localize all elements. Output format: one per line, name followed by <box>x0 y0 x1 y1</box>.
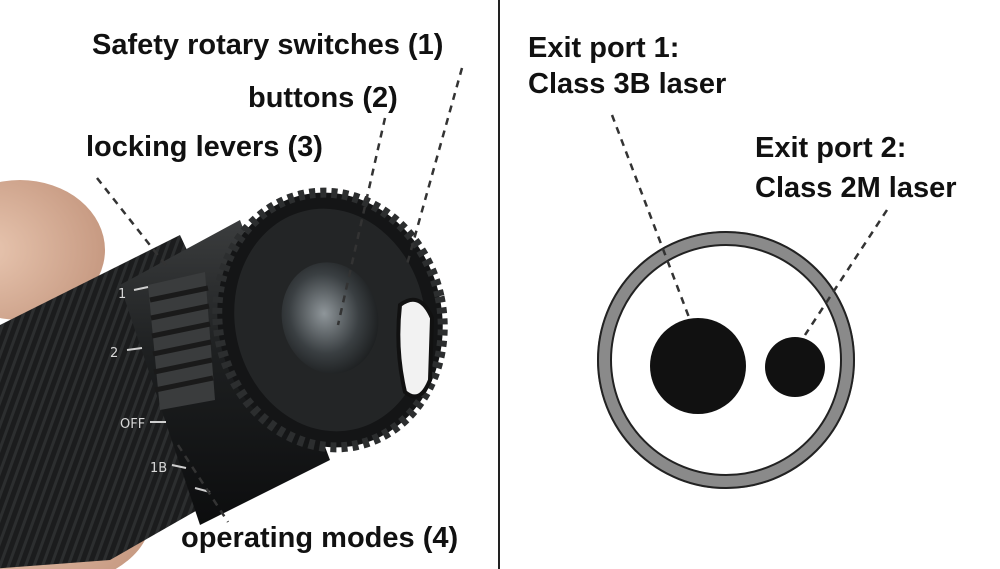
rotary-switch-head <box>212 187 448 453</box>
dial-mark-off: OFF <box>120 417 145 432</box>
dial-markings: 1 2 OFF 1B <box>110 287 167 476</box>
port1-line2: Class 3B laser <box>528 68 727 100</box>
device-body <box>0 220 330 569</box>
exit-port-1 <box>650 318 746 414</box>
inner-ring-inner-edge <box>610 244 842 476</box>
callout-locking-levers: locking levers (3) <box>86 131 323 163</box>
callout-safety-rotary-switches: Safety rotary switches (1) <box>92 29 444 61</box>
dial-mark-1b: 1B <box>150 461 167 476</box>
dial-mark-2: 2 <box>110 346 118 361</box>
dial-ticks <box>126 286 211 493</box>
callout-operating-modes: operating modes (4) <box>181 522 459 554</box>
port1-line1: Exit port 1: <box>528 32 680 64</box>
laser-device-illustration: 1 2 OFF 1B <box>0 67 464 569</box>
exit-port-2 <box>765 337 825 397</box>
inner-ring-edge <box>597 231 855 489</box>
callout-buttons: buttons (2) <box>248 82 398 114</box>
panel-divider <box>498 0 500 569</box>
port2-line2: Class 2M laser <box>755 172 957 204</box>
port-leader-lines <box>610 114 889 336</box>
dial-mark-1: 1 <box>118 287 126 302</box>
port2-line1: Exit port 2: <box>755 132 907 164</box>
leader-lines <box>96 67 464 523</box>
